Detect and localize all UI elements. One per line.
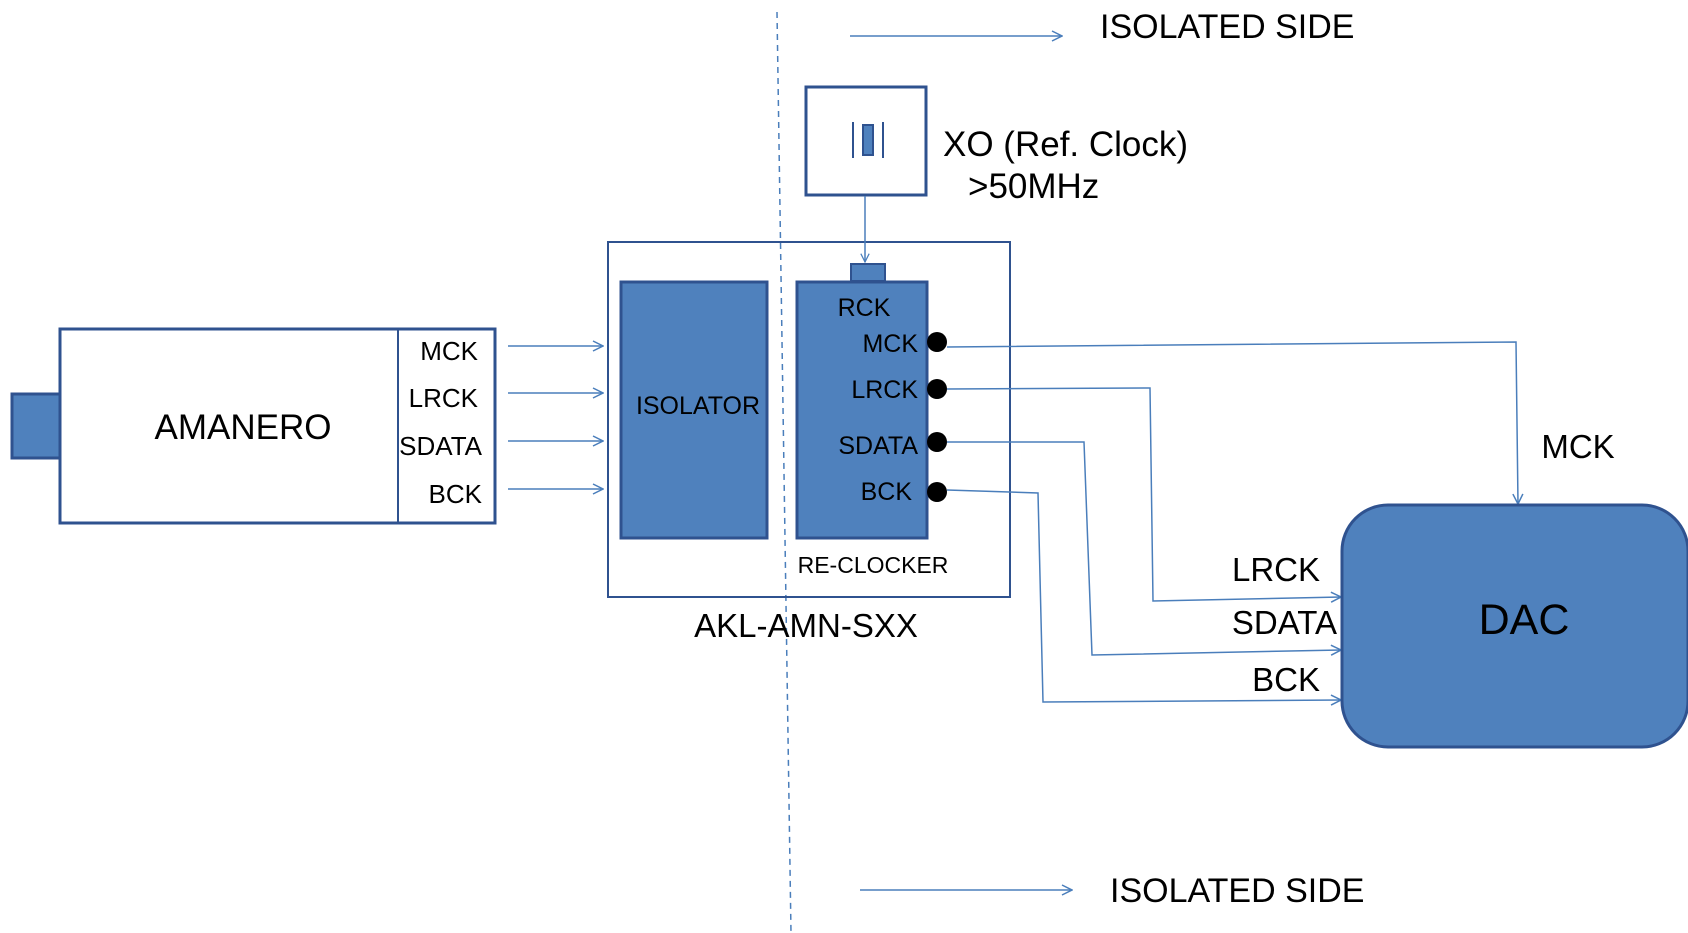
- amanero-connector: [10, 392, 62, 460]
- amanero-board: [58, 327, 497, 525]
- reclocker-out-sdata: SDATA: [838, 432, 918, 460]
- isolated-side-top-label: ISOLATED SIDE: [1100, 8, 1354, 46]
- dac-input-bck: BCK: [1252, 661, 1320, 698]
- amanero-pin-bck: BCK: [429, 479, 483, 509]
- isolator-label: ISOLATOR: [636, 392, 760, 420]
- reclocker-out-bck: BCK: [861, 478, 913, 506]
- module-name: AKL-AMN-SXX: [694, 607, 918, 644]
- reclocker-out-lrck: LRCK: [851, 376, 918, 404]
- pin-dot-bck: [927, 482, 947, 502]
- amanero-pin-mck: MCK: [420, 336, 478, 366]
- wire-lrck: [946, 387, 1341, 601]
- crystal-icon: [862, 124, 874, 156]
- reclocker-input-rck: RCK: [838, 294, 891, 322]
- wire-sdata: [947, 441, 1341, 655]
- amanero-pin-lrck: LRCK: [409, 383, 479, 413]
- isolated-side-bottom-label: ISOLATED SIDE: [1110, 872, 1364, 910]
- isolator-block: [619, 280, 769, 540]
- pin-dot-lrck: [927, 379, 947, 399]
- reclocker-block: [795, 280, 929, 540]
- dac-title: DAC: [1479, 596, 1570, 644]
- pin-dot-sdata: [927, 432, 947, 452]
- amanero-pin-sdata: SDATA: [399, 431, 482, 461]
- dac-input-lrck: LRCK: [1232, 551, 1320, 588]
- wire-mck: [946, 341, 1518, 504]
- wire-bck: [946, 489, 1341, 702]
- isolation-boundary-line: [776, 11, 792, 933]
- reclocker-out-mck: MCK: [862, 330, 918, 358]
- amanero-title: AMANERO: [155, 408, 332, 447]
- pin-dot-mck: [927, 332, 947, 352]
- module-outline: [607, 241, 1011, 598]
- dac-mck-label: MCK: [1541, 428, 1614, 465]
- xo-label-line1: XO (Ref. Clock): [943, 125, 1188, 164]
- dac-block: [1340, 503, 1688, 749]
- reclocker-clock-tab: [850, 263, 886, 282]
- dac-input-sdata: SDATA: [1232, 604, 1337, 641]
- xo-label-line2: >50MHz: [968, 167, 1099, 206]
- reclocker-label: RE-CLOCKER: [798, 552, 949, 578]
